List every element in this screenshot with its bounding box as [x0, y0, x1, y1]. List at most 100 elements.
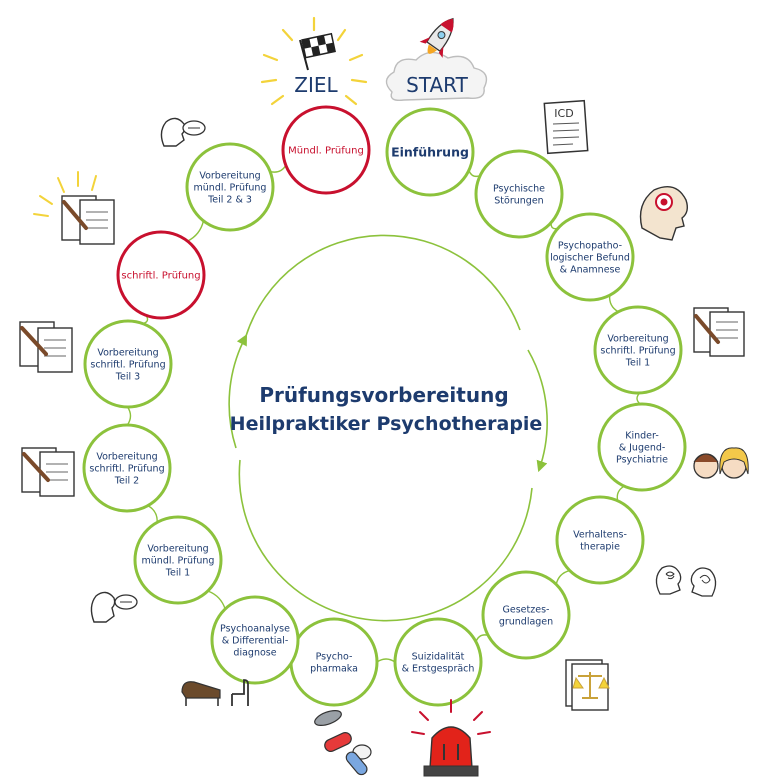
node-circle: [555, 495, 645, 585]
node-label-line: Kinder-: [625, 430, 659, 441]
rocket-icon: [419, 17, 454, 58]
topic-node: Gesetzes-grundlagen: [481, 570, 571, 660]
node-label-line: Psycho-: [316, 651, 353, 662]
node-circle: [185, 142, 275, 232]
node-label-line: schriftl. Prüfung: [121, 271, 200, 282]
node-connector: [616, 485, 625, 501]
node-circle: [83, 319, 173, 409]
node-circle: [210, 595, 300, 685]
central-cycle: [228, 234, 548, 622]
node-label-line: Teil 2 & 3: [207, 194, 252, 205]
node-label-line: & Erstgespräch: [402, 663, 475, 674]
node-label-line: Teil 3: [115, 371, 140, 382]
topic-node: Einführung: [385, 107, 475, 197]
cycle-arc-left: [228, 334, 248, 449]
document-pen-icon-left-mid: [19, 321, 73, 373]
node-connector: [475, 634, 489, 643]
checkered-flag-icon: [299, 32, 336, 71]
node-label-line: schriftl. Prüfung: [89, 463, 164, 474]
speaking-head-icon-top: [160, 117, 206, 147]
couch-chair-icon: [181, 679, 249, 706]
node-circle: [593, 305, 683, 395]
node-label-line: Vorbereitung: [199, 170, 260, 181]
title-line-2: Heilpraktiker Psychotherapie: [230, 413, 543, 435]
node-label-line: Teil 1: [625, 357, 650, 368]
node-label-line: Vorbereitung: [607, 333, 668, 344]
topic-node: Kinder-& Jugend-Psychiatrie: [597, 402, 687, 492]
node-label-line: & Differential-: [222, 635, 289, 646]
node-connector: [207, 590, 226, 610]
node-label-line: & Jugend-: [619, 442, 666, 453]
node-label-line: Störungen: [494, 195, 543, 206]
children-faces-icon: [693, 447, 749, 479]
topic-node: Psychoanalyse& Differential-diagnose: [210, 595, 300, 685]
node-connector: [636, 392, 641, 405]
title-line-1: Prüfungsvorbereitung: [259, 383, 508, 407]
start-marker: START: [385, 17, 488, 102]
topic-node: Verhaltens-therapie: [555, 495, 645, 585]
node-label-line: logischer Befund: [550, 252, 630, 263]
node-label-line: Suizidalität: [412, 651, 465, 662]
topic-node: schriftl. Prüfung: [116, 230, 206, 320]
node-circle: [82, 423, 172, 513]
start-label: START: [406, 73, 468, 97]
node-label-line: diagnose: [233, 647, 276, 658]
law-scales-icon: [565, 659, 610, 711]
node-label-line: Mündl. Prüfung: [288, 146, 364, 157]
node-circle: [393, 617, 483, 707]
node-circle: [474, 149, 564, 239]
node-label-line: Vorbereitung: [97, 347, 158, 358]
document-pen-icon-left-low: [21, 447, 75, 497]
node-circle: [385, 107, 475, 197]
goal-marker: ZIEL: [260, 16, 368, 106]
node-connector: [269, 165, 287, 173]
topic-nodes: EinführungPsychischeStörungenPsychopatho…: [82, 105, 687, 707]
sun-rays-icon: [260, 16, 368, 106]
node-label-line: mündl. Prüfung: [194, 182, 267, 193]
pills-icon: [314, 710, 372, 776]
node-circle: [481, 570, 571, 660]
document-pen-icon-right: [693, 307, 745, 357]
node-circle: [116, 230, 206, 320]
node-label-line: mündl. Prüfung: [142, 555, 215, 566]
node-connector: [376, 658, 396, 663]
node-label-line: Teil 2: [114, 475, 139, 486]
node-connector: [468, 170, 481, 178]
behavior-heads-icon: [655, 565, 717, 597]
icd-document-icon: ICD: [543, 99, 589, 155]
topic-node: Mündl. Prüfung: [281, 105, 371, 195]
node-label-line: Verhaltens-: [573, 529, 627, 540]
node-circle: [545, 212, 635, 302]
node-label-line: schriftl. Prüfung: [600, 345, 675, 356]
node-connector: [608, 295, 619, 313]
goal-label: ZIEL: [294, 73, 338, 97]
node-label-line: & Anamnese: [560, 264, 621, 275]
cycle-arc-bottom: [238, 459, 533, 622]
cycle-arc-top: [245, 234, 521, 337]
node-label-line: pharmaka: [310, 663, 358, 674]
cycle-arc-right: [527, 349, 548, 473]
head-target-icon: [639, 186, 689, 241]
topic-node: Psycho-pharmaka: [289, 617, 379, 707]
node-connector: [555, 569, 570, 585]
node-label-line: Vorbereitung: [147, 543, 208, 554]
node-connector: [187, 220, 205, 242]
node-label-line: Gesetzes-: [503, 604, 550, 615]
speaking-head-icon-bottom: [90, 591, 138, 623]
cloud-icon: [385, 51, 488, 102]
node-label-line: Psychopatho-: [558, 240, 622, 251]
node-label-line: schriftl. Prüfung: [90, 359, 165, 370]
node-circle: [597, 402, 687, 492]
alarm-siren-icon: [411, 699, 491, 777]
node-connector: [126, 406, 132, 426]
node-label-line: Psychoanalyse: [220, 623, 290, 634]
node-label-line: Psychiatrie: [616, 454, 668, 465]
document-pen-icon-left-top: [33, 171, 115, 245]
node-circle: [133, 515, 223, 605]
